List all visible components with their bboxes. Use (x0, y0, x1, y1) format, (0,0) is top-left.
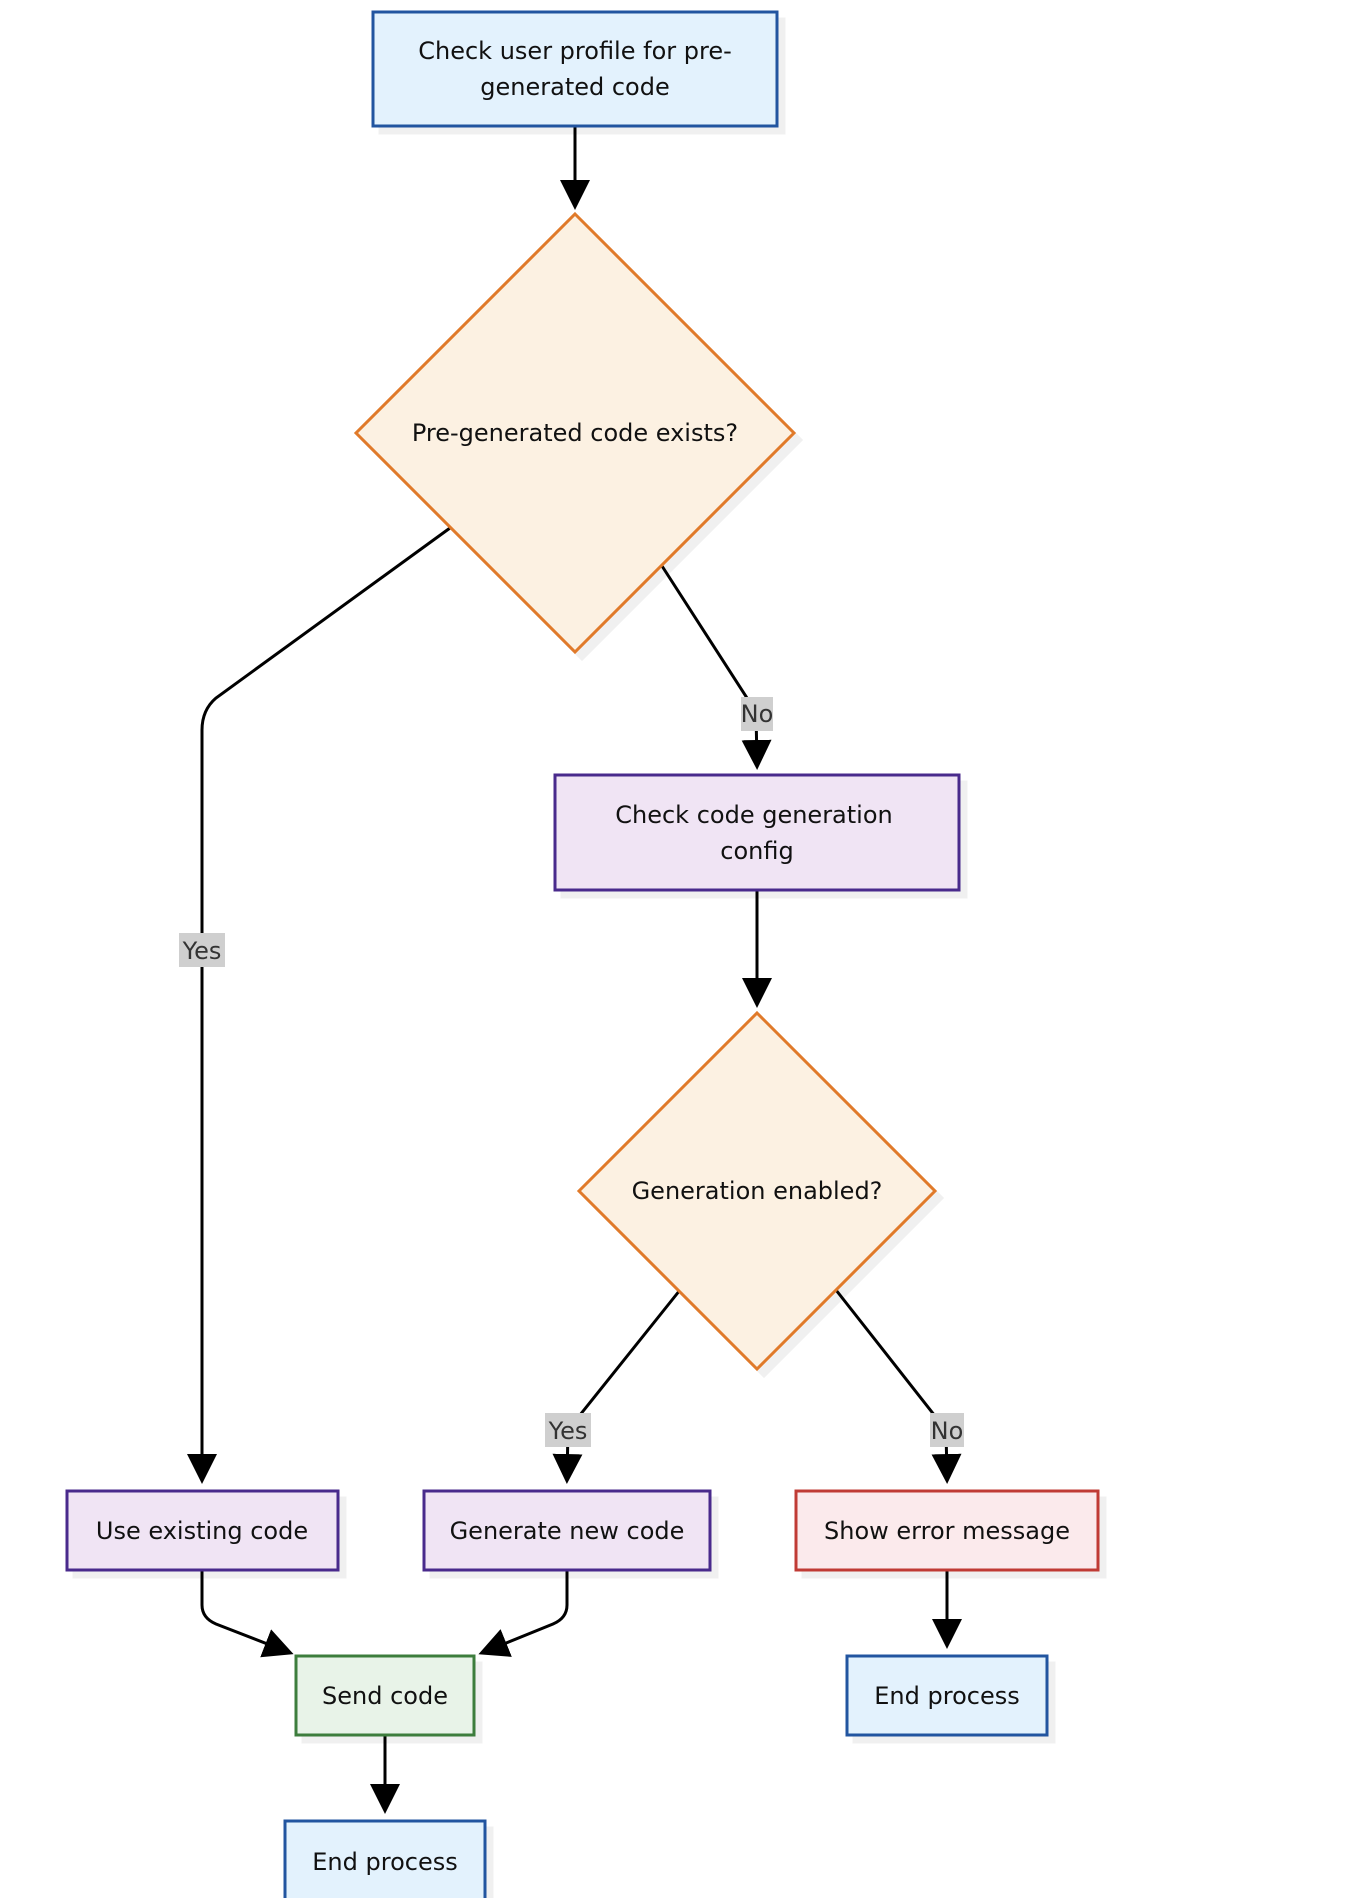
node-box (845, 1654, 1049, 1737)
edge-use-existing-to-send-code (200, 1570, 294, 1658)
node-box (553, 773, 961, 892)
edge-label-gen-no: No (930, 1413, 964, 1447)
edge-label-pregen-no: No (741, 697, 774, 731)
node-generate-new-code: Generate new code (422, 1489, 712, 1572)
decision-pre-generated-code-exists: Pre-generated code exists? (353, 211, 797, 655)
edge-label-text: No (741, 700, 774, 728)
node-check-user-profile: Check user profile for pre- generated co… (371, 10, 779, 128)
node-label: config (720, 837, 793, 865)
node-label: Generation enabled? (632, 1177, 883, 1205)
edge-label-bg (741, 697, 773, 731)
node-label: Pre-generated code exists? (412, 419, 738, 447)
node-send-code: Send code (294, 1654, 476, 1737)
decision-generation-enabled: Generation enabled? (576, 1010, 938, 1372)
node-label: Generate new code (450, 1517, 685, 1545)
decision-diamond (353, 211, 797, 655)
node-end-process-send: End process (283, 1819, 487, 1898)
node-box (422, 1489, 712, 1572)
node-show-error-message: Show error message (794, 1489, 1100, 1572)
edge-label-bg (179, 933, 225, 967)
edge-label-text: Yes (182, 937, 222, 965)
node-label: generated code (480, 73, 669, 101)
edge-label-bg (930, 1413, 964, 1447)
edge-gen-yes-to-generate-new (552, 1289, 682, 1484)
node-box (283, 1819, 487, 1898)
edge-gen-no-to-show-error (834, 1289, 962, 1484)
decision-diamond (576, 1010, 938, 1372)
node-label: Send code (322, 1682, 448, 1710)
node-use-existing-code: Use existing code (65, 1489, 340, 1572)
edge-generate-new-to-send-code (478, 1570, 569, 1657)
node-box (794, 1489, 1100, 1572)
node-label: End process (312, 1848, 457, 1876)
edge-label-bg (545, 1413, 591, 1447)
node-box (294, 1654, 476, 1737)
node-box (371, 10, 779, 128)
edge-decision-yes-to-use-existing (187, 526, 451, 1484)
edge-label-pregen-yes: Yes (179, 933, 225, 967)
node-box (65, 1489, 340, 1572)
edge-decision-no-to-check-config (660, 565, 772, 770)
node-check-code-generation-config: Check code generation config (553, 773, 961, 892)
edge-label-text: No (931, 1417, 964, 1445)
node-label: Show error message (824, 1517, 1070, 1545)
edge-label-gen-yes: Yes (545, 1413, 591, 1447)
node-label: Use existing code (96, 1517, 308, 1545)
node-label: Check user profile for pre- (418, 37, 732, 65)
node-label: Check code generation (615, 801, 893, 829)
edge-label-text: Yes (548, 1417, 588, 1445)
node-label: End process (874, 1682, 1019, 1710)
node-end-process-error: End process (845, 1654, 1049, 1737)
